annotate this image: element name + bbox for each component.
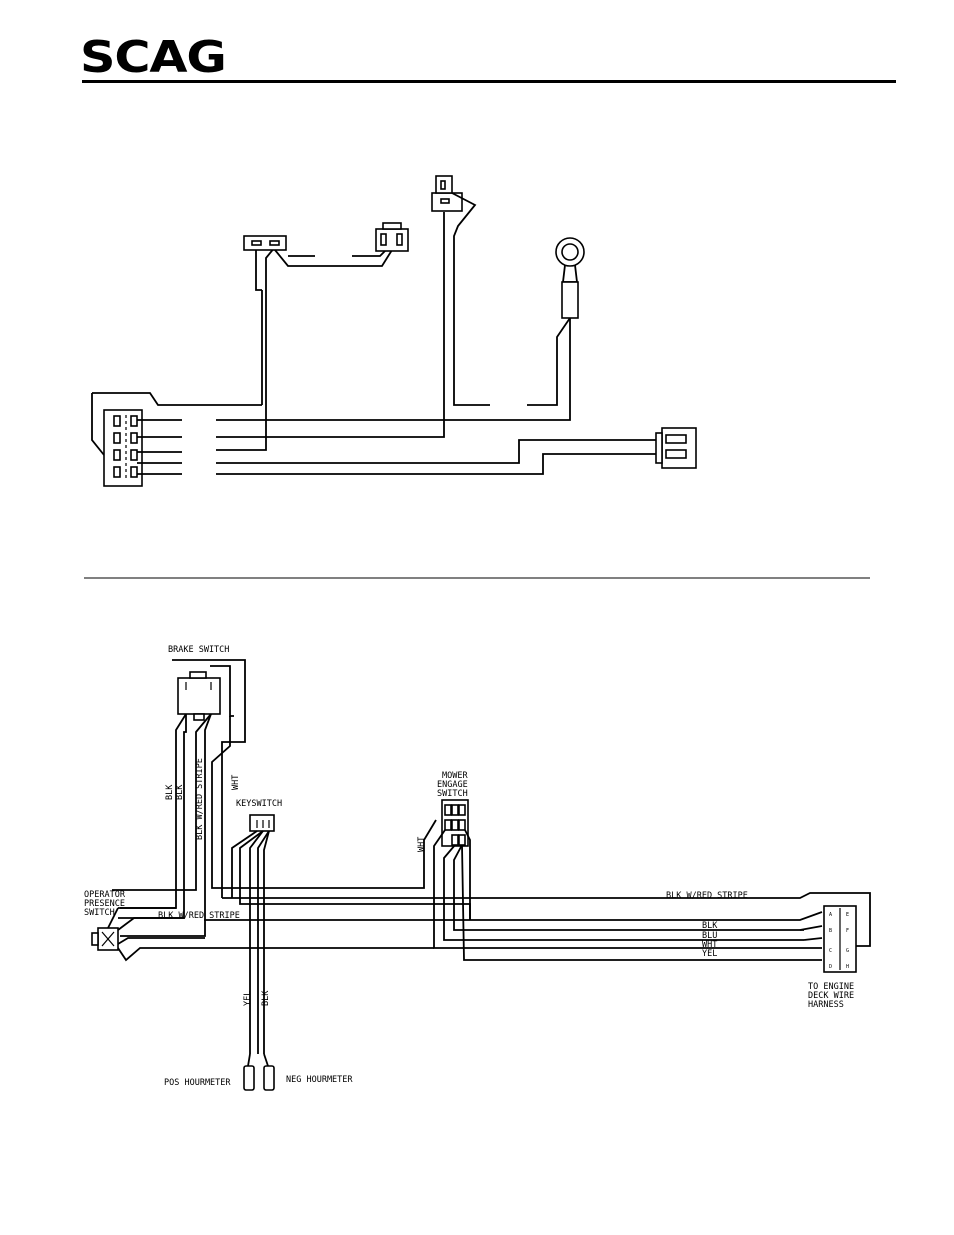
pin-b: B bbox=[829, 928, 832, 934]
pin-g: G bbox=[846, 948, 849, 954]
harness-drawing bbox=[92, 176, 696, 486]
pin-d: D bbox=[829, 964, 832, 970]
wire-label-blk-a: BLK bbox=[165, 784, 175, 800]
label-brake-switch: BRAKE SWITCH bbox=[168, 645, 229, 655]
label-mower-engage-3: SWITCH bbox=[437, 789, 468, 799]
hourmeter-terminals bbox=[244, 1054, 274, 1090]
wire-label-blk-v: BLK bbox=[261, 990, 271, 1006]
keyed-plug bbox=[376, 223, 408, 251]
operator-presence-switch bbox=[92, 908, 434, 960]
keyswitch bbox=[232, 815, 274, 1054]
wiring-schematic: BRAKE SWITCH KEYSWITCH bbox=[84, 645, 870, 1090]
label-keyswitch: KEYSWITCH bbox=[236, 799, 282, 809]
label-to-engine-3: HARNESS bbox=[808, 1000, 844, 1010]
pin-c: C bbox=[829, 948, 832, 954]
wire-label-yel: YEL bbox=[702, 949, 717, 959]
wire-label-blk-b: BLK bbox=[175, 784, 185, 800]
wire-label-wht-mower: WHT bbox=[417, 837, 427, 852]
wire-label-blk-red-top: BLK W/RED STRIPE bbox=[666, 891, 748, 901]
pin-a: A bbox=[829, 912, 832, 918]
wire-label-wht-vertical: WHT bbox=[231, 775, 241, 790]
label-operator-3: SWITCH bbox=[84, 908, 115, 918]
wire-label-blk-red-vertical: BLK W/RED STRIPE bbox=[195, 758, 205, 840]
pin-e: E bbox=[846, 912, 849, 918]
wire-label-blk-red-operator: BLK W/RED STRIPE bbox=[158, 911, 240, 921]
mower-engage-switch bbox=[434, 800, 822, 960]
main-harness-connector bbox=[92, 393, 262, 486]
right-two-pin-plug bbox=[656, 428, 696, 468]
engine-deck-connector: A B C D E F G H bbox=[824, 906, 856, 972]
pin-f: F bbox=[846, 928, 849, 934]
label-pos-hourmeter: POS HOURMETER bbox=[164, 1078, 231, 1088]
wire-label-blk: BLK bbox=[702, 921, 718, 931]
wire-label-yel-v: YEL bbox=[243, 991, 253, 1006]
brake-switch bbox=[112, 660, 436, 936]
label-neg-hourmeter: NEG HOURMETER bbox=[286, 1075, 353, 1085]
ring-terminal bbox=[556, 238, 584, 318]
single-pin-plug bbox=[432, 176, 570, 405]
pin-h: H bbox=[846, 964, 849, 970]
